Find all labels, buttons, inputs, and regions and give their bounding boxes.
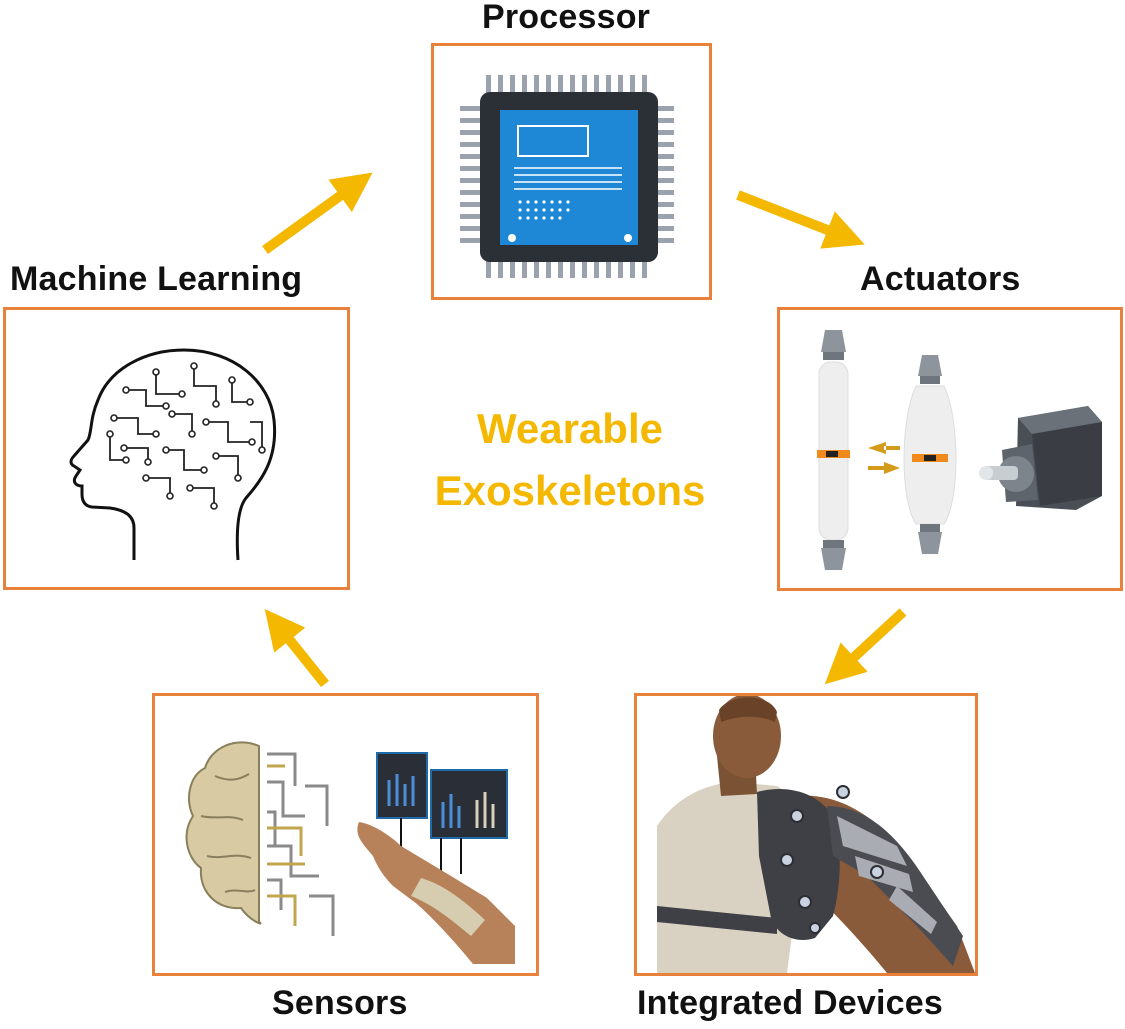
right-arrow-icon bbox=[868, 462, 900, 474]
brain-half-icon bbox=[185, 741, 262, 925]
machine-learning-box bbox=[3, 307, 350, 590]
actuators-box bbox=[777, 307, 1123, 591]
integrated-devices-box bbox=[634, 693, 978, 976]
shoulder-exoskeleton-icon bbox=[657, 696, 975, 973]
cpu-chip-icon bbox=[460, 75, 674, 278]
artificial-muscle-and-motor-icon bbox=[817, 330, 1102, 570]
muscle-actuator-long bbox=[817, 330, 850, 570]
processor-box bbox=[431, 43, 712, 300]
center-title-line2: Exoskeletons bbox=[434, 467, 706, 514]
center-title-line1: Wearable bbox=[477, 405, 663, 452]
brain-circuit-hand-sensor-icon bbox=[185, 741, 515, 964]
arrow-actuators-to-devices bbox=[824, 608, 907, 685]
label-processor: Processor bbox=[482, 0, 651, 36]
shoulder-pad-icon bbox=[757, 789, 840, 940]
sensors-box bbox=[152, 693, 539, 976]
label-actuators: Actuators bbox=[860, 260, 1021, 298]
label-integrated-devices: Integrated Devices bbox=[637, 984, 943, 1022]
arrow-processor-to-actuators bbox=[736, 190, 865, 249]
servo-motor-icon bbox=[979, 406, 1102, 510]
left-arrow-icon bbox=[868, 442, 900, 454]
arrow-ml-to-processor bbox=[262, 172, 373, 255]
circuit-brain-head-icon bbox=[69, 348, 277, 561]
label-machine-learning: Machine Learning bbox=[10, 260, 303, 298]
muscle-actuator-contracted bbox=[903, 355, 957, 554]
center-title: Wearable Exoskeletons bbox=[400, 398, 740, 522]
label-sensors: Sensors bbox=[272, 984, 408, 1022]
arrow-sensors-to-ml bbox=[264, 608, 329, 688]
